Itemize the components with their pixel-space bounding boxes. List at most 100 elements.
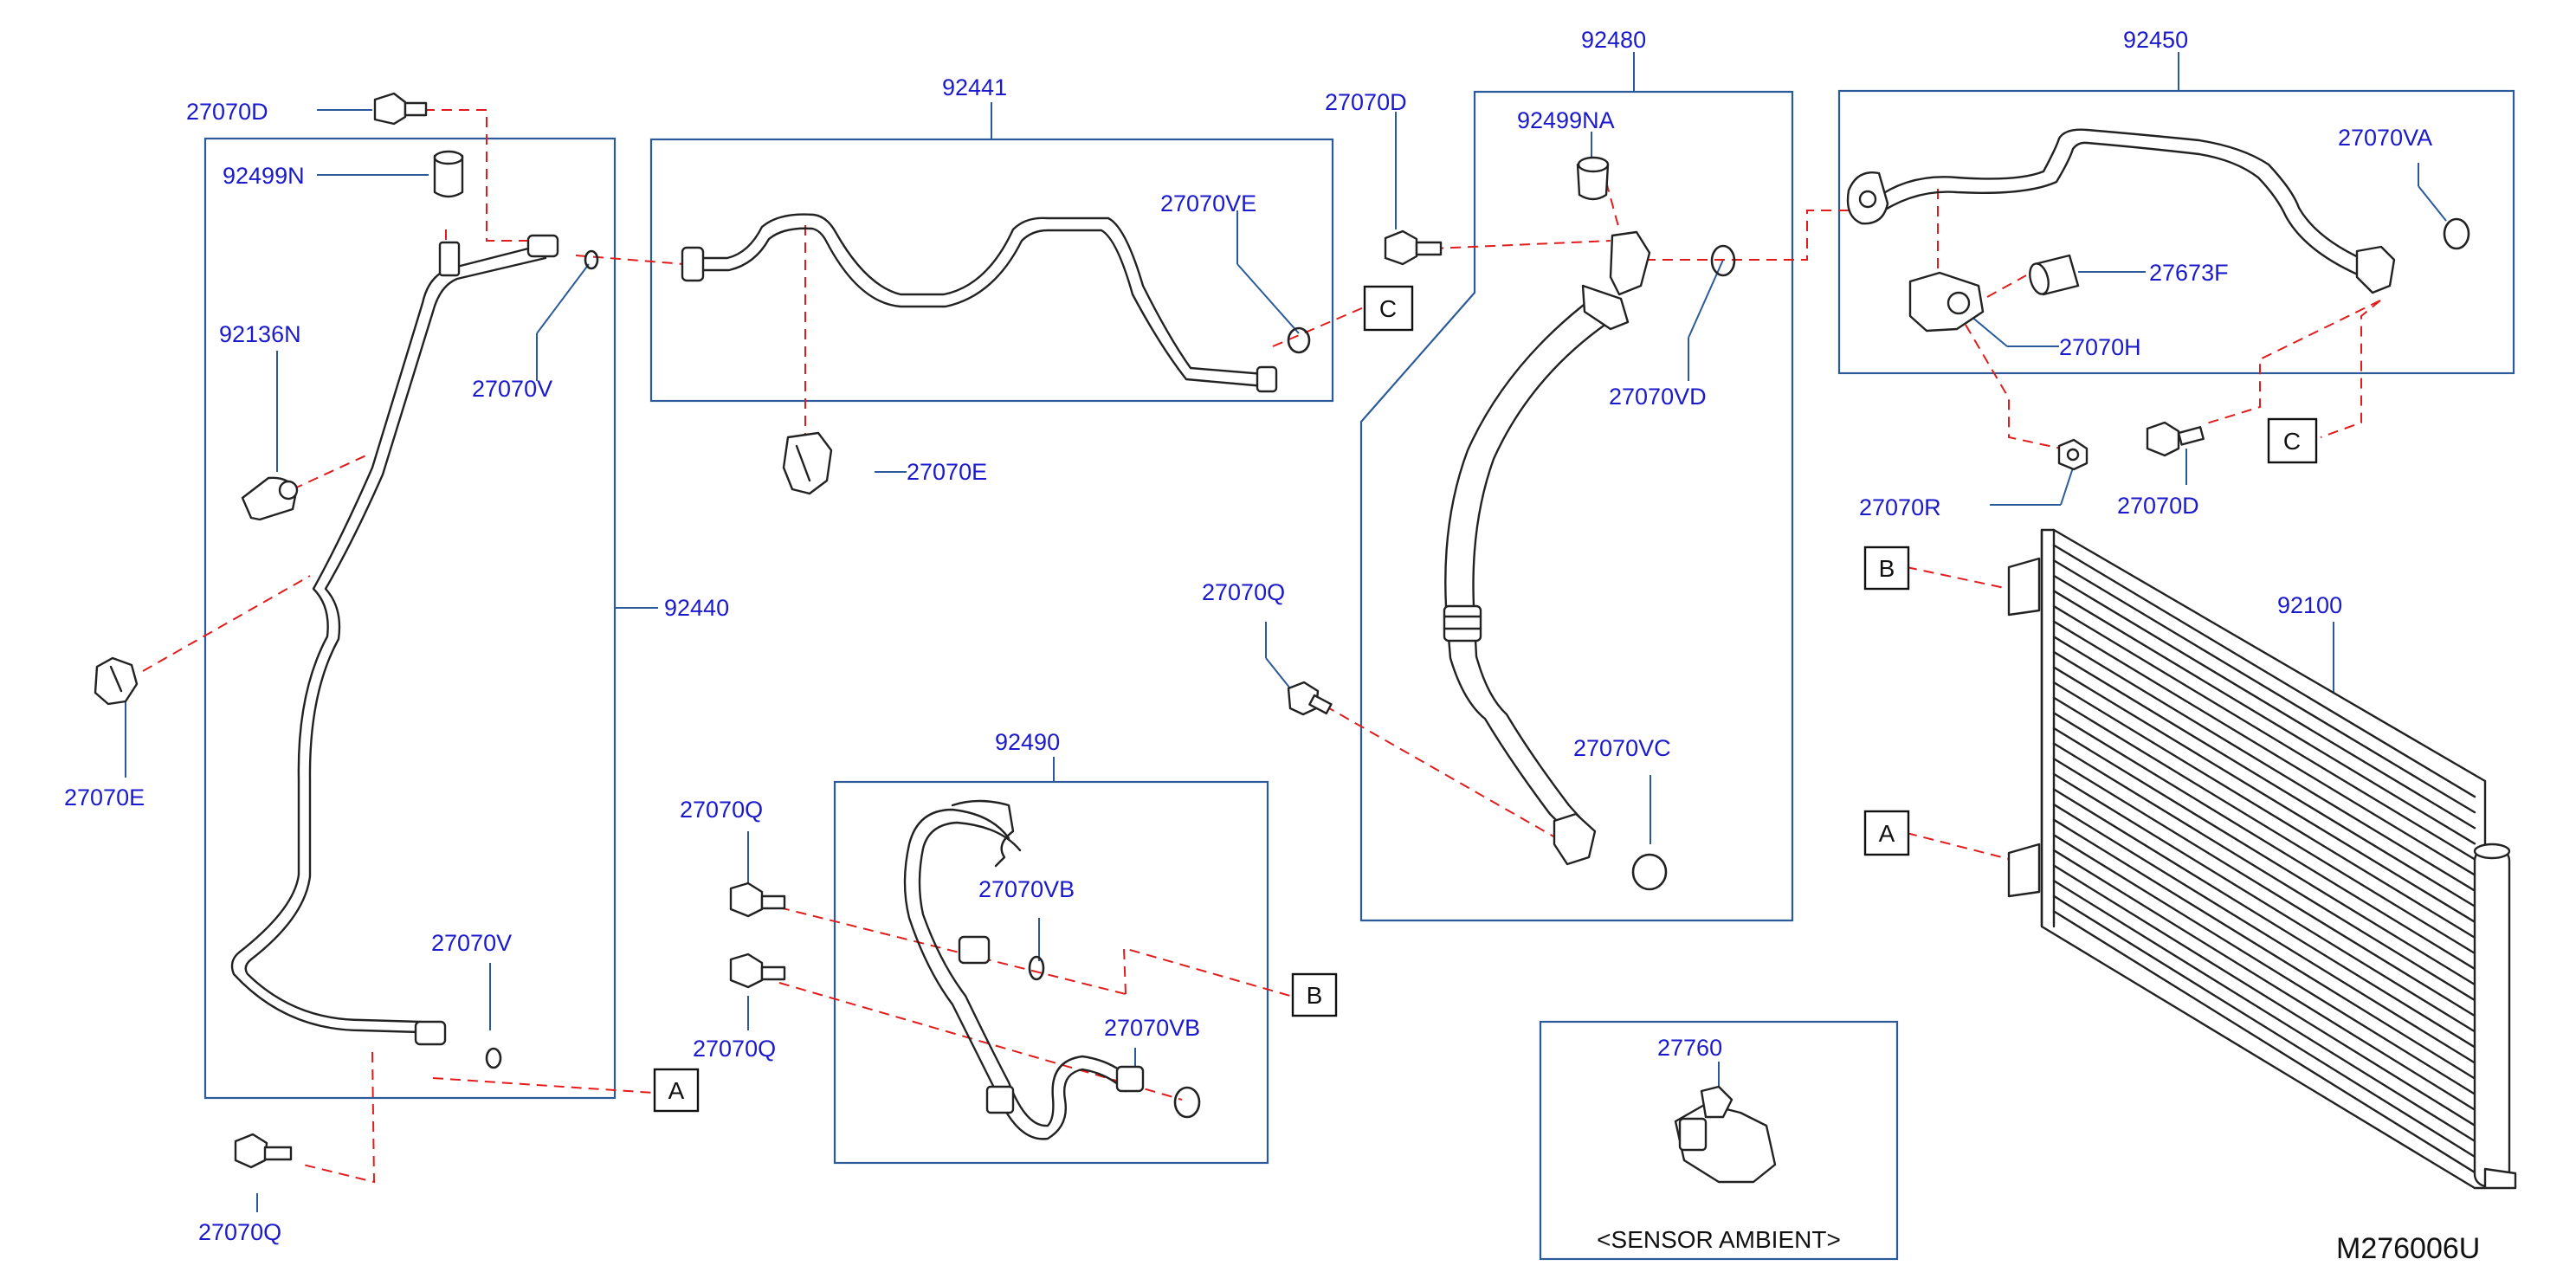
pipe-92441 bbox=[691, 213, 1266, 388]
condenser-fin bbox=[2052, 726, 2476, 986]
sensor-27760 bbox=[1674, 1085, 1777, 1184]
bolt-27070D-top bbox=[373, 92, 428, 126]
label-92480: 92480 bbox=[1581, 27, 1646, 53]
label-27070Q-92490-lower: 27070Q bbox=[693, 1036, 776, 1062]
hose-92480 bbox=[1443, 230, 1651, 866]
fitting-92441-left bbox=[681, 246, 705, 282]
condenser-fin bbox=[2052, 803, 2476, 1064]
label-27070D-top: 27070D bbox=[186, 99, 268, 125]
pipe-92440 bbox=[230, 245, 547, 1034]
sensor-ambient-caption: <SENSOR AMBIENT> bbox=[1597, 1226, 1841, 1253]
label-92100: 92100 bbox=[2277, 592, 2342, 618]
condenser-fin bbox=[2052, 818, 2476, 1080]
label-92499NA: 92499NA bbox=[1517, 107, 1615, 133]
label-27070Q-bottom: 27070Q bbox=[198, 1219, 281, 1245]
bolt-27070Q-92490-upper bbox=[729, 881, 786, 918]
condenser-fin bbox=[2052, 742, 2476, 1002]
label-27070V-top: 27070V bbox=[472, 376, 552, 402]
connector-dashes bbox=[142, 109, 2381, 1184]
label-27070VD: 27070VD bbox=[1609, 384, 1707, 410]
group-box-92480 bbox=[1359, 90, 1794, 922]
bolt-27070Q-bottom bbox=[234, 1133, 293, 1169]
ref-a-right-text: A bbox=[1879, 820, 1895, 847]
condenser-fin bbox=[2052, 666, 2476, 923]
label-27070VA: 27070VA bbox=[2338, 125, 2432, 151]
ref-box-c-mid: C bbox=[1363, 285, 1414, 332]
label-92136N: 92136N bbox=[219, 321, 301, 347]
clip-27070E-mid bbox=[782, 431, 833, 495]
ref-box-a-left: A bbox=[653, 1068, 700, 1113]
label-27070VB-bottom: 27070VB bbox=[1104, 1015, 1200, 1041]
label-27760: 27760 bbox=[1657, 1035, 1722, 1061]
ref-box-a-right: A bbox=[1863, 810, 1910, 856]
label-92450: 92450 bbox=[2123, 27, 2188, 53]
ref-box-b-right: B bbox=[1863, 546, 1910, 591]
condenser-fin bbox=[2052, 590, 2476, 845]
oring-27070V-top bbox=[584, 249, 599, 270]
condenser-fin bbox=[2052, 681, 2476, 939]
label-92499N: 92499N bbox=[223, 163, 305, 189]
ref-b-mid-text: B bbox=[1307, 982, 1323, 1009]
group-box-92440 bbox=[203, 137, 617, 1100]
bolt-27070Q-92490-lower bbox=[729, 952, 786, 989]
condenser-fin bbox=[2052, 910, 2476, 1174]
condenser-fin bbox=[2052, 696, 2476, 955]
label-27070V-bottom: 27070V bbox=[431, 930, 512, 956]
switch-92136N bbox=[241, 476, 299, 521]
oring-27070VD bbox=[1710, 244, 1736, 277]
group-box-92490 bbox=[833, 780, 1269, 1165]
oring-27070V-bottom bbox=[485, 1047, 502, 1069]
label-27070D-mid: 27070D bbox=[1325, 89, 1407, 115]
label-92440: 92440 bbox=[664, 595, 729, 621]
condenser-fin bbox=[2052, 879, 2476, 1142]
ref-box-b-mid: B bbox=[1291, 972, 1338, 1017]
label-27070H: 27070H bbox=[2059, 334, 2141, 360]
condenser-92100 bbox=[2007, 528, 2517, 1190]
bolt-27070Q-mid bbox=[1287, 681, 1333, 716]
condenser-fin bbox=[2052, 574, 2476, 830]
clamp-27070H bbox=[1908, 271, 1985, 333]
label-27070Q-mid: 27070Q bbox=[1202, 579, 1285, 605]
label-92490: 92490 bbox=[995, 729, 1060, 755]
condenser-fin bbox=[2052, 559, 2476, 814]
fitting-92441-right bbox=[1256, 365, 1278, 393]
pipe-92450 bbox=[1846, 128, 2396, 294]
ref-box-c-right: C bbox=[2267, 417, 2318, 464]
condenser-fin bbox=[2052, 620, 2476, 876]
label-27070Q-92490-upper: 27070Q bbox=[680, 797, 763, 823]
part-labels: 27070D 92499N 92136N 27070V 27070E 92440… bbox=[64, 27, 2432, 1245]
label-27070E-mid: 27070E bbox=[907, 459, 987, 485]
valve-92499N-stem bbox=[438, 241, 461, 277]
leader-lines bbox=[125, 52, 2447, 1212]
ref-b-right-text: B bbox=[1879, 555, 1895, 582]
condenser-fin bbox=[2052, 544, 2476, 798]
ref-c-mid-text: C bbox=[1379, 295, 1397, 322]
label-27070VE: 27070VE bbox=[1160, 190, 1256, 216]
oring-27070VB-top bbox=[1028, 955, 1045, 981]
bolt-27070D-right bbox=[2146, 421, 2205, 457]
condenser-fin bbox=[2052, 772, 2476, 1033]
oring-27070VE bbox=[1287, 326, 1311, 354]
hose-92490 bbox=[903, 799, 1145, 1140]
condenser-fin bbox=[2052, 864, 2476, 1127]
bolt-27070D-mid bbox=[1384, 229, 1443, 266]
label-27070VB-top: 27070VB bbox=[978, 876, 1075, 902]
cap-92499N bbox=[433, 150, 464, 198]
group-box-92450 bbox=[1837, 89, 2515, 375]
condenser-fin bbox=[2052, 636, 2476, 892]
condenser-fin bbox=[2052, 834, 2476, 1095]
condenser-fin bbox=[2052, 894, 2476, 1159]
oring-27070VC bbox=[1631, 853, 1668, 891]
condenser-fin bbox=[2052, 758, 2476, 1017]
cap-92499NA bbox=[1576, 156, 1610, 201]
label-27070E-left: 27070E bbox=[64, 785, 145, 810]
label-92441: 92441 bbox=[942, 74, 1007, 100]
condenser-fin bbox=[2052, 849, 2476, 1111]
group-box-92441 bbox=[649, 138, 1334, 403]
label-27070R: 27070R bbox=[1859, 494, 1941, 520]
label-27070D-right: 27070D bbox=[2117, 493, 2199, 519]
ref-a-left-text: A bbox=[668, 1077, 685, 1104]
ref-c-right-text: C bbox=[2283, 428, 2301, 455]
label-27070VC: 27070VC bbox=[1573, 735, 1671, 761]
